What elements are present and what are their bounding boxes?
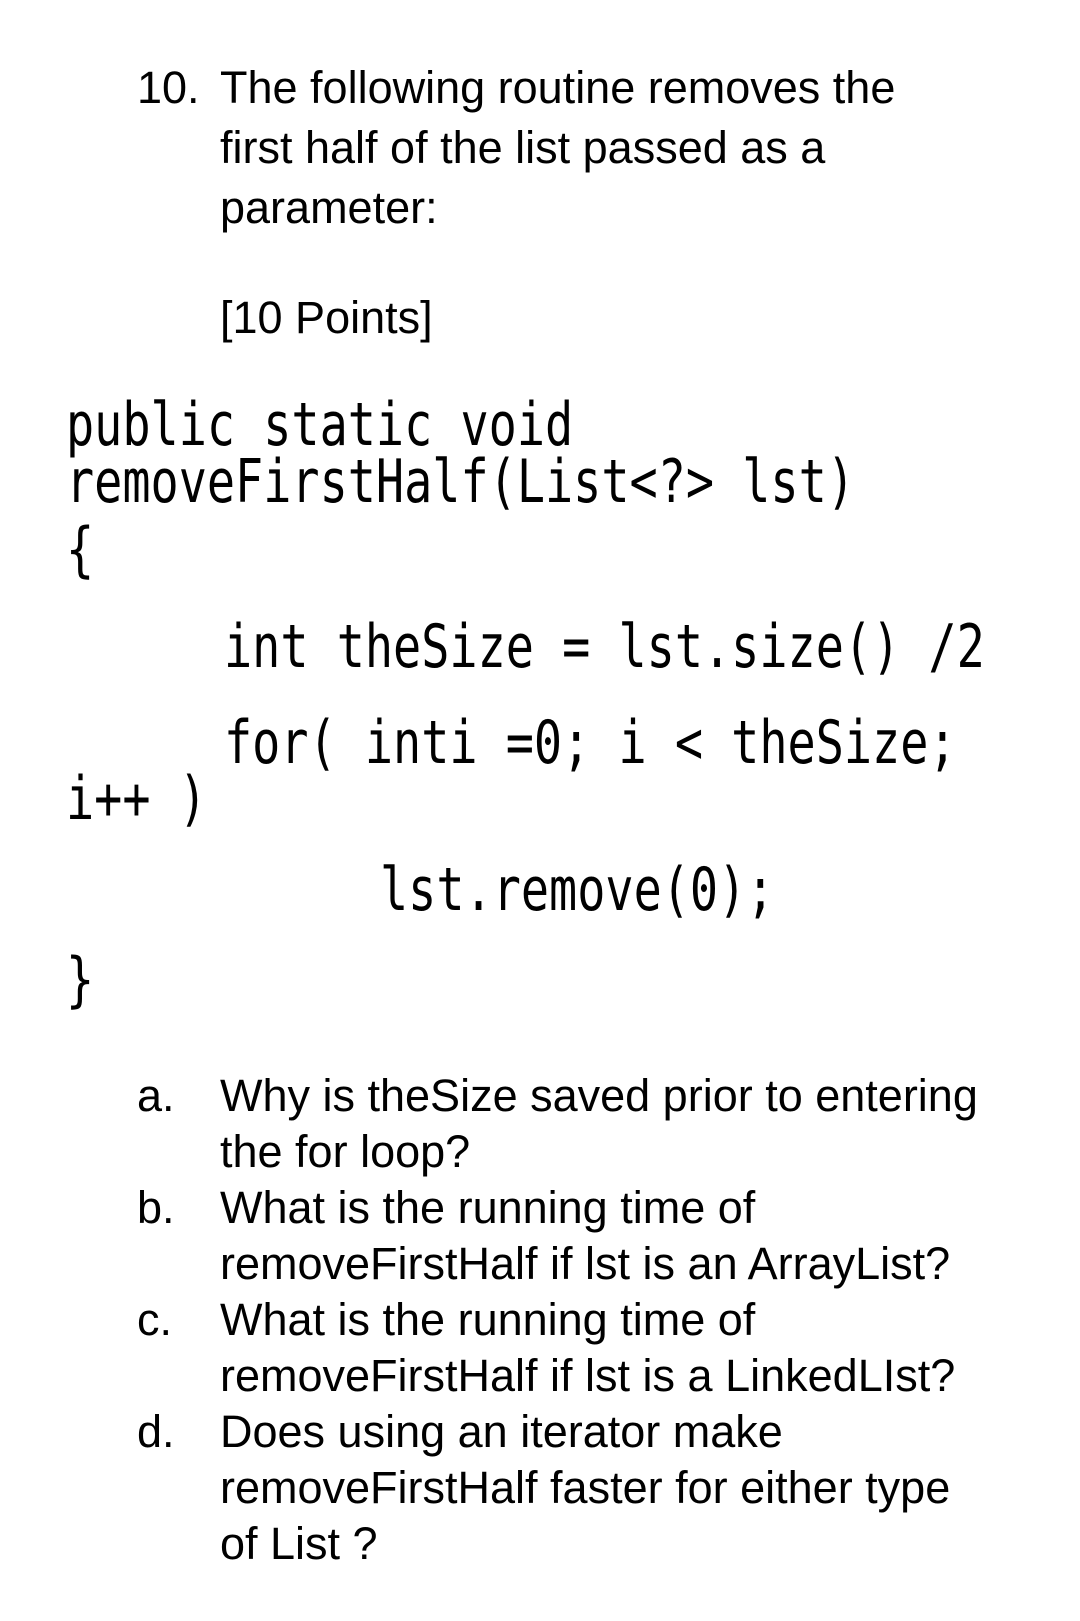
code-line-open-brace: { [66,515,95,585]
code-line-for: for( inti =0; i < theSize; [224,708,957,778]
question-c-line-2: removeFirstHalf if lst is a LinkedLIst? [220,1350,956,1401]
code-line-signature-1: public static void [66,390,574,460]
question-c-label: c. [137,1294,173,1345]
code-line-increment: i++ ) [66,764,207,834]
question-d-label: d. [137,1406,175,1457]
intro-line-3: parameter: [220,182,438,233]
question-a-label: a. [137,1070,175,1121]
question-b-line-1: What is the running time of [220,1182,756,1233]
question-b-label: b. [137,1182,175,1233]
question-a-line-1: Why is theSize saved prior to entering [220,1070,978,1121]
question-number: 10. [137,62,200,113]
intro-line-2: first half of the list passed as a [220,122,826,173]
code-line-remove: lst.remove(0); [380,855,775,925]
question-c-line-1: What is the running time of [220,1294,756,1345]
question-d-line-1: Does using an iterator make [220,1406,783,1457]
question-a-line-2: the for loop? [220,1126,471,1177]
question-d-line-2: removeFirstHalf faster for either type [220,1462,951,1513]
question-b-line-2: removeFirstHalf if lst is an ArrayList? [220,1238,951,1289]
question-d-line-3: of List ? [220,1518,378,1569]
code-line-thesize: int theSize = lst.size() /2 [224,612,985,682]
code-line-signature-2: removeFirstHalf(List<?> lst) [66,447,855,517]
points-label: [10 Points] [220,292,433,343]
intro-line-1: The following routine removes the [220,62,896,113]
code-line-close-brace: } [66,945,95,1015]
